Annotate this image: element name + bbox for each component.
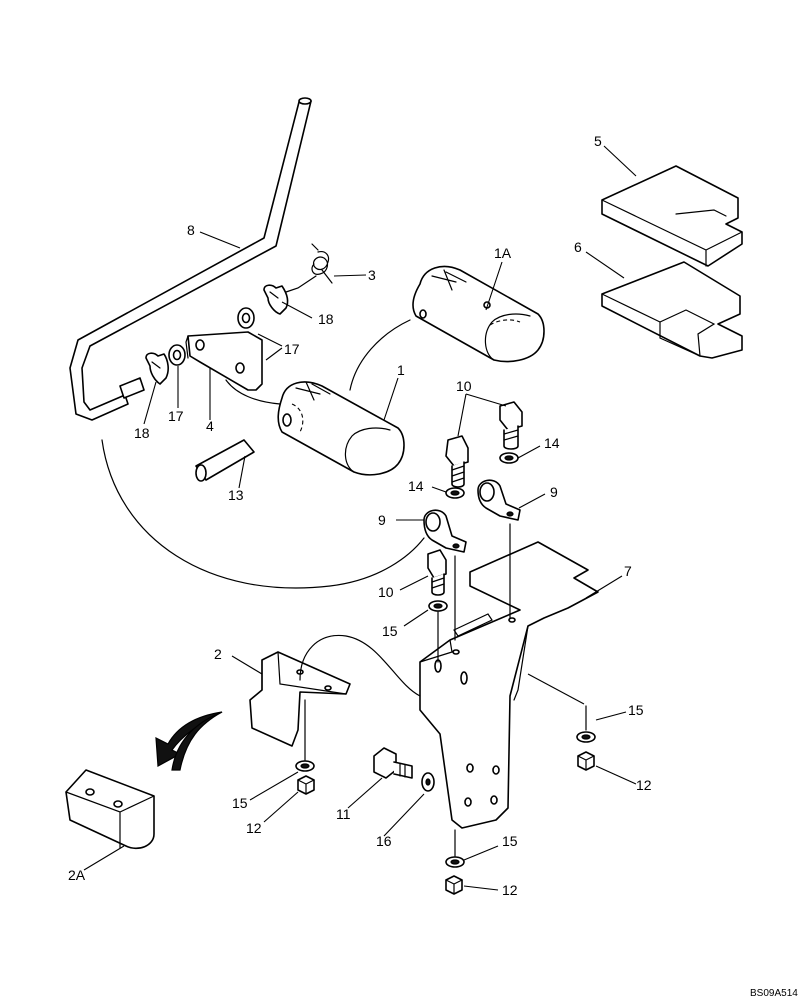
bolt-part-10-c <box>427 549 447 596</box>
callout-6: 6 <box>574 239 582 255</box>
callout-10-a: 10 <box>456 378 472 394</box>
callout-18-a: 18 <box>318 311 334 327</box>
bolt-part-10-a <box>445 435 469 488</box>
clip-part-18-upper <box>263 284 289 315</box>
washer-part-17-upper <box>237 307 255 329</box>
callout-10-b: 10 <box>378 584 394 600</box>
washer-part-14-a <box>445 487 465 499</box>
callout-15-a: 15 <box>382 623 398 639</box>
callout-15-d: 15 <box>502 833 518 849</box>
figure-reference-code: BS09A514 <box>750 988 798 999</box>
washer-part-15-c <box>576 731 596 743</box>
callout-15-c: 15 <box>628 702 644 718</box>
callout-4: 4 <box>206 418 214 434</box>
nut-part-12-a <box>297 775 315 795</box>
bolt-part-11 <box>373 747 413 779</box>
callout-13: 13 <box>228 487 244 503</box>
callout-7: 7 <box>624 563 632 579</box>
washer-part-16 <box>421 772 435 792</box>
curved-arrow-icon <box>155 711 223 771</box>
pad-part-5 <box>601 165 743 267</box>
callout-3: 3 <box>368 267 376 283</box>
callout-12-b: 12 <box>636 777 652 793</box>
washer-part-15-b <box>295 760 315 772</box>
pedal-part-1A <box>412 265 545 363</box>
callout-16: 16 <box>376 833 392 849</box>
washer-part-14-b <box>499 452 519 464</box>
rod-part-8 <box>69 97 312 421</box>
callout-14-b: 14 <box>408 478 424 494</box>
bracket-part-2 <box>249 651 351 747</box>
callout-5: 5 <box>594 133 602 149</box>
pedal-part-1 <box>277 381 405 476</box>
callout-12-c: 12 <box>502 882 518 898</box>
clamp-part-9-b <box>477 479 521 521</box>
callout-12-a: 12 <box>246 820 262 836</box>
callout-2: 2 <box>214 646 222 662</box>
washer-part-15-a <box>428 600 448 612</box>
nut-part-12-b <box>577 751 595 771</box>
leader-lines <box>83 145 637 891</box>
bracket-part-2A <box>65 769 155 850</box>
assembly-lines <box>101 319 587 857</box>
plate-part-4 <box>185 331 263 391</box>
callout-18-b: 18 <box>134 425 150 441</box>
callout-labels: 1 1A 2 2A 3 4 5 6 7 8 9 9 10 10 11 12 12… <box>68 133 798 999</box>
washer-part-15-d <box>445 856 465 868</box>
pin-part-13 <box>195 439 255 482</box>
bracket-part-7 <box>419 541 599 829</box>
washer-part-17-lower <box>168 344 186 366</box>
callout-15-b: 15 <box>232 795 248 811</box>
nut-part-12-c <box>445 875 463 895</box>
callout-17-b: 17 <box>168 408 184 424</box>
callout-14-a: 14 <box>544 435 560 451</box>
callout-9-a: 9 <box>378 512 386 528</box>
callout-17-a: 17 <box>284 341 300 357</box>
callout-11: 11 <box>336 806 351 822</box>
clip-part-18-lower <box>145 352 169 385</box>
callout-8: 8 <box>187 222 195 238</box>
bolt-part-10-b <box>499 401 523 450</box>
callout-1: 1 <box>397 362 405 378</box>
callout-9-b: 9 <box>550 484 558 500</box>
callout-1A: 1A <box>494 245 512 261</box>
spring-part-3 <box>285 243 333 293</box>
callout-2A: 2A <box>68 867 86 883</box>
pad-part-6 <box>601 261 743 359</box>
clamp-part-9-a <box>423 509 467 553</box>
